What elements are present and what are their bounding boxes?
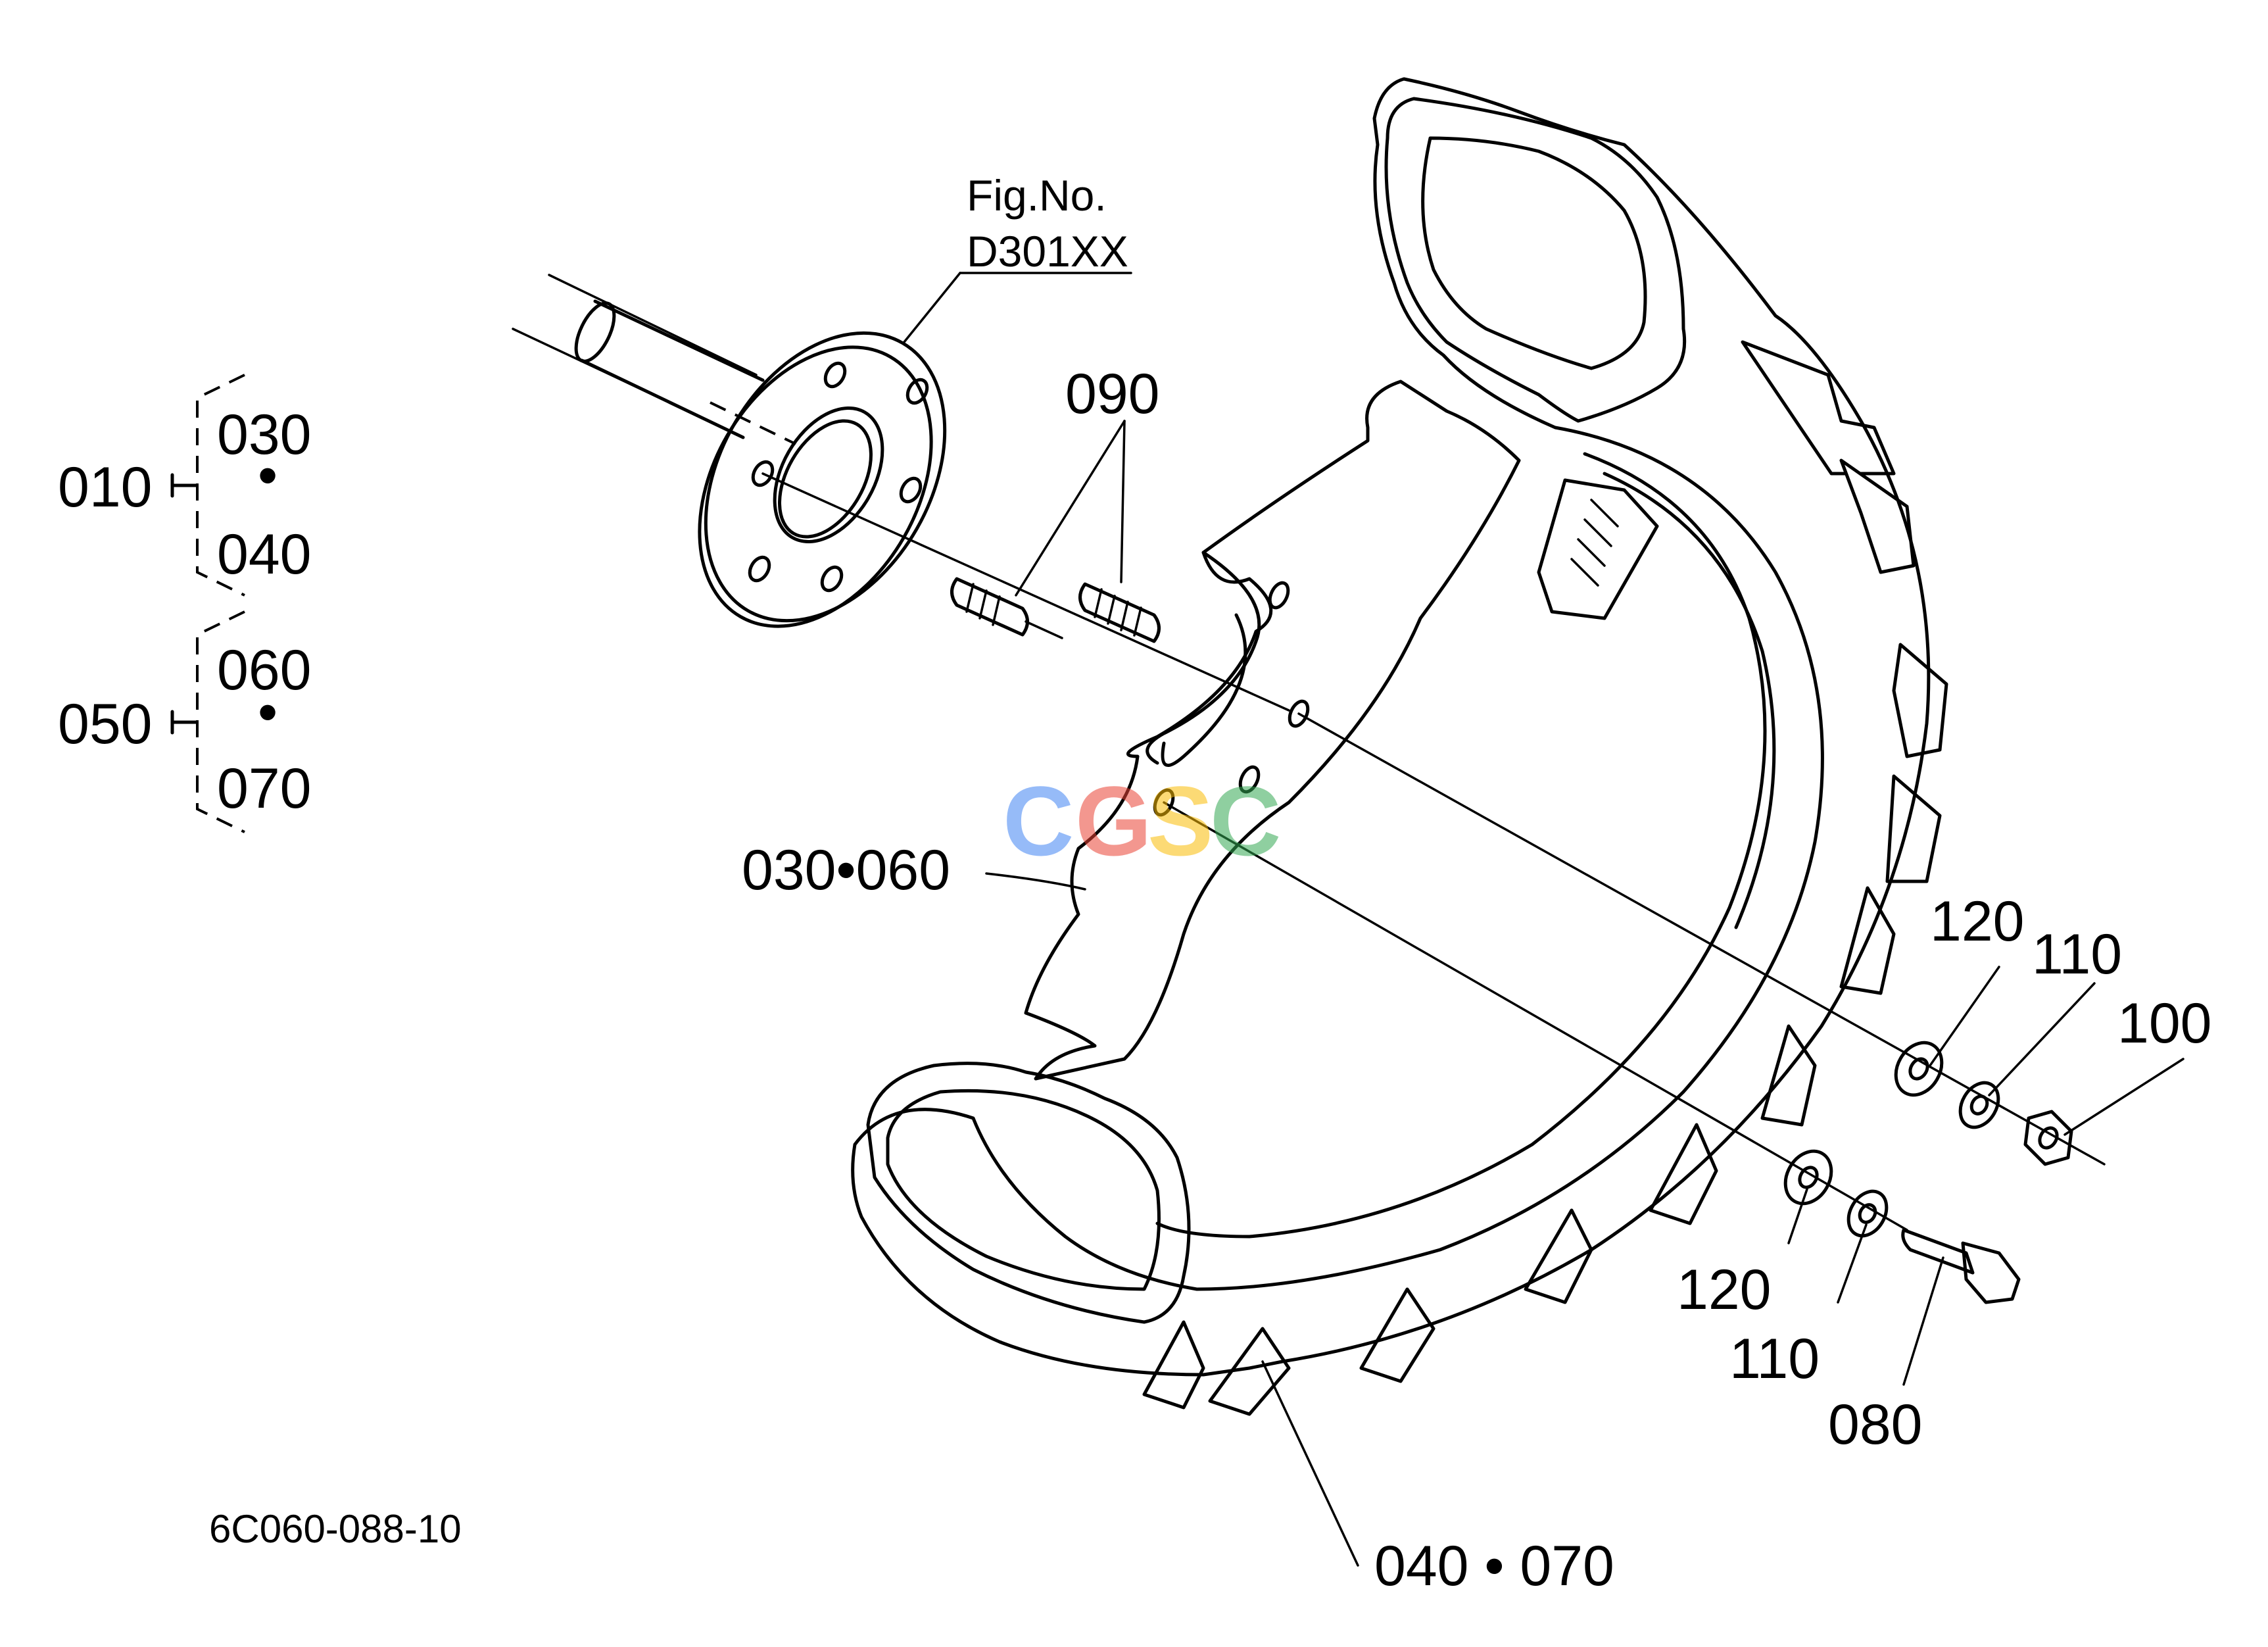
watermark-letter-c2: C bbox=[1210, 766, 1281, 876]
lock-washer-110-upper bbox=[1958, 1081, 2000, 1129]
watermark-letter-g: G bbox=[1075, 766, 1152, 876]
washer-120-upper bbox=[1894, 1041, 1944, 1097]
fig-no-label: Fig.No. bbox=[967, 171, 1107, 220]
watermark-logo: C G S C bbox=[1003, 766, 1281, 876]
washer-120-lower bbox=[1783, 1149, 1833, 1206]
callout-120-lower: 120 bbox=[1677, 1258, 1772, 1321]
leader-lines bbox=[903, 272, 2184, 1567]
drawing-code: 6C060-088-10 bbox=[209, 1507, 462, 1551]
lock-washer-110-lower bbox=[1846, 1189, 1889, 1238]
group-sep-010: • bbox=[258, 444, 277, 507]
watermark-letter-c1: C bbox=[1003, 766, 1074, 876]
group-sep-050: • bbox=[258, 681, 277, 744]
callout-110-upper: 110 bbox=[2032, 923, 2122, 986]
fig-no-value: D301XX bbox=[967, 227, 1128, 276]
axle-shaft bbox=[512, 274, 796, 445]
group-bracket-050: 050 060 • 070 bbox=[58, 610, 312, 833]
bolt-080 bbox=[1901, 1228, 2021, 1304]
nut-100 bbox=[2023, 1110, 2073, 1166]
group-item-060: 060 bbox=[217, 639, 312, 702]
tire bbox=[851, 77, 1948, 1416]
callout-030-060: 030•060 bbox=[742, 839, 950, 902]
stud-090-a bbox=[950, 577, 1063, 639]
group-label-050: 050 bbox=[58, 693, 153, 756]
group-label-010: 010 bbox=[58, 456, 153, 519]
group-item-070: 070 bbox=[217, 757, 312, 820]
callout-120-upper: 120 bbox=[1930, 890, 2025, 953]
callout-110-lower: 110 bbox=[1729, 1327, 1820, 1390]
hub-flange bbox=[698, 331, 1290, 712]
group-bracket-010: 010 030 • 040 bbox=[58, 374, 312, 597]
wheel-disc bbox=[1024, 380, 1521, 1081]
watermark-letter-s: S bbox=[1147, 766, 1213, 876]
callout-100: 100 bbox=[2117, 992, 2212, 1055]
group-item-040: 040 bbox=[217, 523, 312, 586]
stud-090-b bbox=[1078, 582, 1161, 643]
group-item-030: 030 bbox=[217, 403, 312, 466]
callout-090: 090 bbox=[1065, 362, 1160, 426]
callout-080: 080 bbox=[1828, 1393, 1923, 1456]
callout-040-070: 040 • 070 bbox=[1374, 1535, 1614, 1598]
bolt-axis-lower bbox=[1163, 801, 1908, 1231]
